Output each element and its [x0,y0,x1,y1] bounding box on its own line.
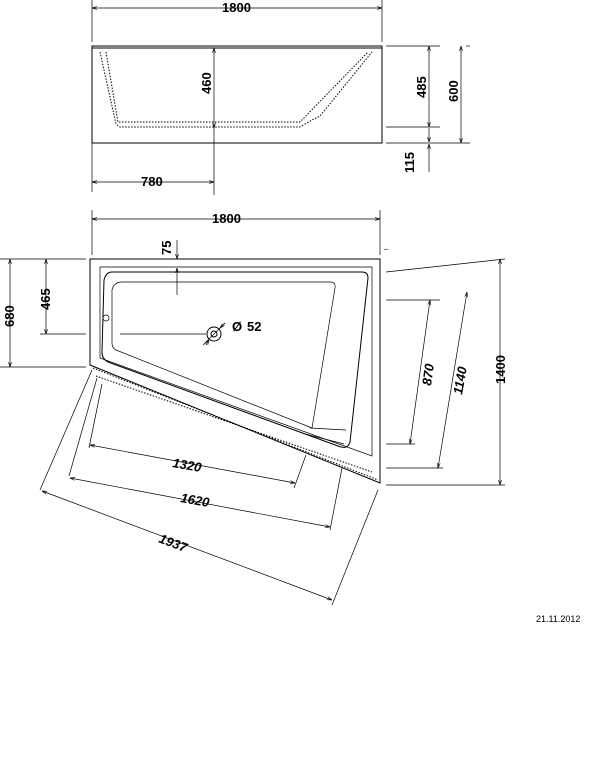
plan-view: 1800 .. Ø 52 75 680 [0,210,508,606]
dim-75: 75 [159,241,174,255]
dim-680: 680 [2,305,17,327]
dim-1800-plan: 1800 [212,211,241,226]
dim-115: 115 [402,152,417,173]
tub-outline-side [91,45,383,144]
svg-text:..: .. [384,245,388,252]
dim-1620: 1620 [179,490,211,510]
drain [120,322,226,346]
basin-profile [99,51,373,128]
dim-780: 780 [141,174,163,189]
tub-outline-plan [89,258,381,484]
side-view: 1800 460 485 600 115 780 [91,0,470,195]
drawing-date: 21.11.2012 [536,614,581,624]
dim-1140: 1140 [450,365,470,396]
dim-52: 52 [247,319,261,334]
dim-465: 465 [38,288,53,310]
dim-1937: 1937 [157,531,190,556]
drain-diameter-symbol: Ø [232,319,242,334]
dim-460: 460 [199,72,214,94]
dim-1400: 1400 [493,355,508,384]
dim-1320: 1320 [171,455,203,475]
dim-870: 870 [419,362,437,386]
basin-outline [101,271,369,448]
dim-600: 600 [446,80,461,102]
dim-485: 485 [414,76,429,98]
dim-1800-top: 1800 [222,0,251,15]
